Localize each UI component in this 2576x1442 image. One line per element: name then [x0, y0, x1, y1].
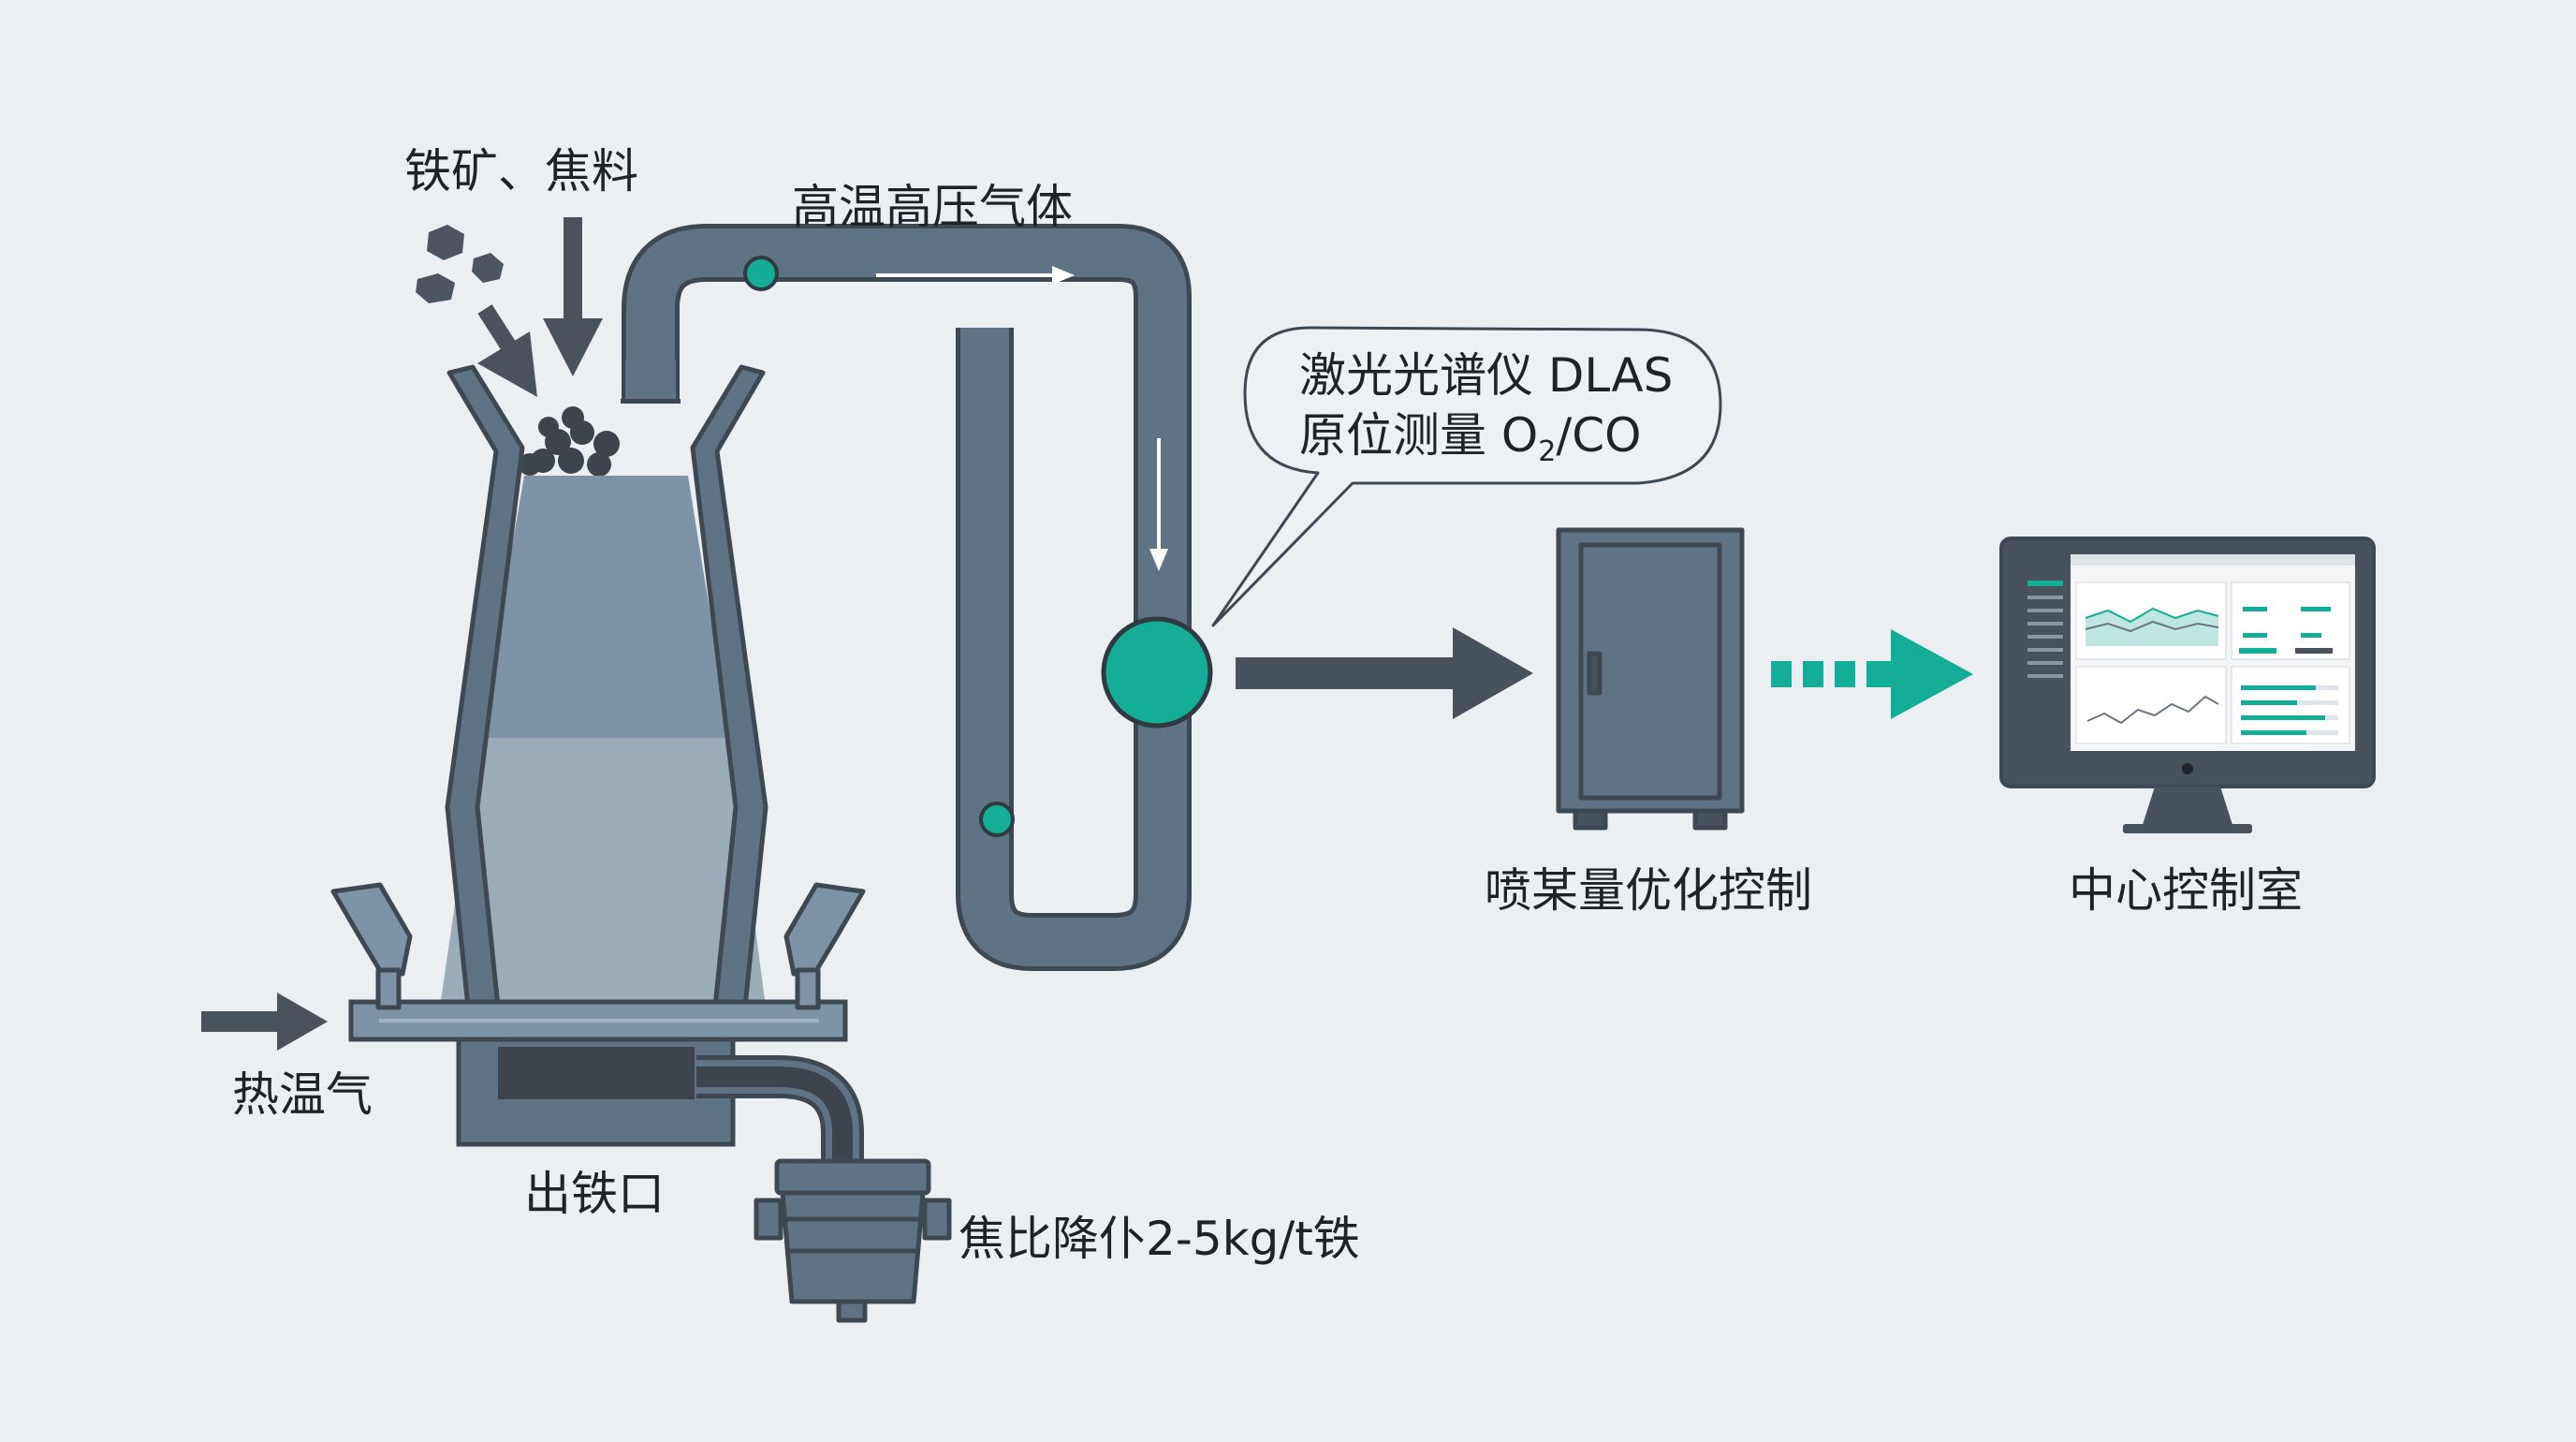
- arrow-to-controller: [1236, 627, 1533, 719]
- ore-lumps-icon: [416, 225, 504, 303]
- analyzer-callout-bubble: [1211, 326, 1722, 627]
- tuyere-right: [783, 882, 866, 1010]
- coke-ratio-label: 焦比降仆2-5kg/t铁: [959, 1212, 1360, 1266]
- furnace-burden-zone: [479, 476, 730, 738]
- control-cabinet-icon: [1556, 527, 1745, 831]
- gas-label: 高温高压气体: [792, 180, 1073, 234]
- laser-probe: [1101, 616, 1213, 728]
- hot-air-arrow: [201, 993, 328, 1051]
- pipe-inlet: [625, 360, 676, 403]
- raw-materials-label: 铁矿、焦料: [404, 144, 638, 199]
- furnace-melting-zone: [440, 738, 766, 1007]
- hot-air-label: 热温气: [232, 1067, 373, 1122]
- ore-pile-icon: [519, 406, 620, 477]
- analyzer-label-line1: 激光光谱仪 DLAS: [1299, 348, 1673, 403]
- taphole-label: 出铁口: [524, 1167, 665, 1221]
- taphole-spout: [696, 1055, 864, 1170]
- tuyere-left: [330, 882, 413, 1010]
- ladle-icon: [754, 1158, 952, 1323]
- gas-pipe: [622, 224, 1192, 971]
- analyzer-label-line2: 原位测量 O2/CO: [1299, 408, 1641, 468]
- flow-arrows: [876, 266, 1168, 571]
- data-link-arrow: [1771, 629, 1973, 719]
- sensor-dot-bottom: [979, 802, 1015, 837]
- sensor-dot-top: [743, 256, 779, 291]
- monitor-dashboard-icon: [1999, 537, 2376, 833]
- feed-arrows: [477, 217, 603, 397]
- controller-label: 喷某量优化控制: [1485, 863, 1812, 918]
- blast-furnace: [330, 364, 866, 1147]
- control-room-label: 中心控制室: [2069, 863, 2303, 918]
